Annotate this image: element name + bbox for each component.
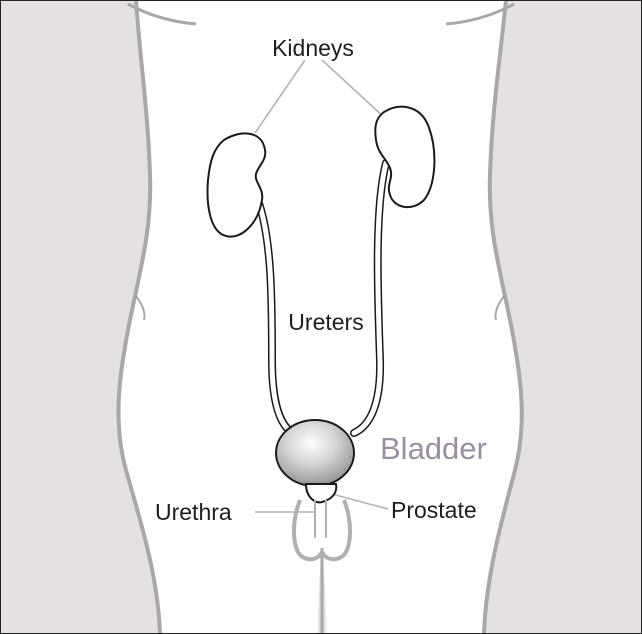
- label-urethra: Urethra: [155, 499, 232, 525]
- label-ureters: Ureters: [288, 309, 363, 335]
- label-kidneys: Kidneys: [272, 35, 354, 61]
- bladder-shape: [276, 420, 354, 486]
- label-bladder: Bladder: [380, 431, 487, 466]
- label-prostate: Prostate: [391, 497, 477, 523]
